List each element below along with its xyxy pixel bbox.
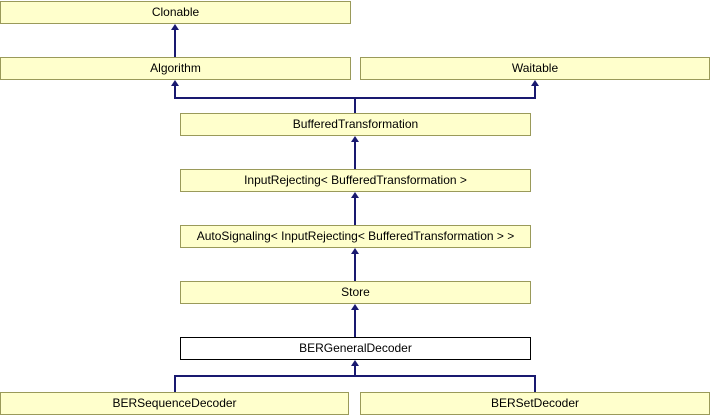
inheritance-arrowhead-icon	[171, 80, 179, 86]
class-node-store[interactable]: Store	[180, 281, 531, 304]
class-node-input-rejecting[interactable]: InputRejecting< BufferedTransformation >	[180, 169, 531, 192]
class-node-ber-set-decoder[interactable]: BERSetDecoder	[360, 392, 710, 415]
inheritance-arrowhead-icon	[351, 136, 359, 142]
edge-bufferedtransformation-algorithm	[174, 86, 176, 99]
class-node-auto-signaling[interactable]: AutoSignaling< InputRejecting< BufferedT…	[180, 225, 531, 248]
class-node-clonable[interactable]: Clonable	[0, 1, 351, 24]
edge-algorithm-clonable	[174, 30, 176, 57]
edge-branch-bottom-stem	[354, 366, 356, 376]
inheritance-arrowhead-icon	[351, 248, 359, 254]
edge-bersequencedecoder-bergeneraldecoder	[174, 375, 176, 392]
edge-branch-bottom	[174, 375, 536, 377]
class-node-ber-general-decoder: BERGeneralDecoder	[180, 337, 531, 360]
inheritance-arrowhead-icon	[531, 80, 539, 86]
class-node-waitable[interactable]: Waitable	[360, 57, 710, 80]
edge-inputrejecting-bufferedtransformation	[354, 142, 356, 169]
edge-autosignaling-inputrejecting	[354, 198, 356, 225]
edge-bergeneraldecoder-store	[354, 310, 356, 337]
inheritance-arrowhead-icon	[351, 304, 359, 310]
inheritance-arrowhead-icon	[171, 24, 179, 30]
class-node-algorithm[interactable]: Algorithm	[0, 57, 351, 80]
edge-bufferedtransformation-waitable	[534, 86, 536, 99]
inheritance-arrowhead-icon	[351, 360, 359, 366]
edge-branch-top-stem	[354, 97, 356, 113]
edge-store-autosignaling	[354, 254, 356, 281]
inheritance-arrowhead-icon	[351, 192, 359, 198]
edge-bersetdecoder-bergeneraldecoder	[534, 375, 536, 392]
class-node-ber-sequence-decoder[interactable]: BERSequenceDecoder	[0, 392, 349, 415]
class-node-buffered-transformation[interactable]: BufferedTransformation	[180, 113, 531, 136]
